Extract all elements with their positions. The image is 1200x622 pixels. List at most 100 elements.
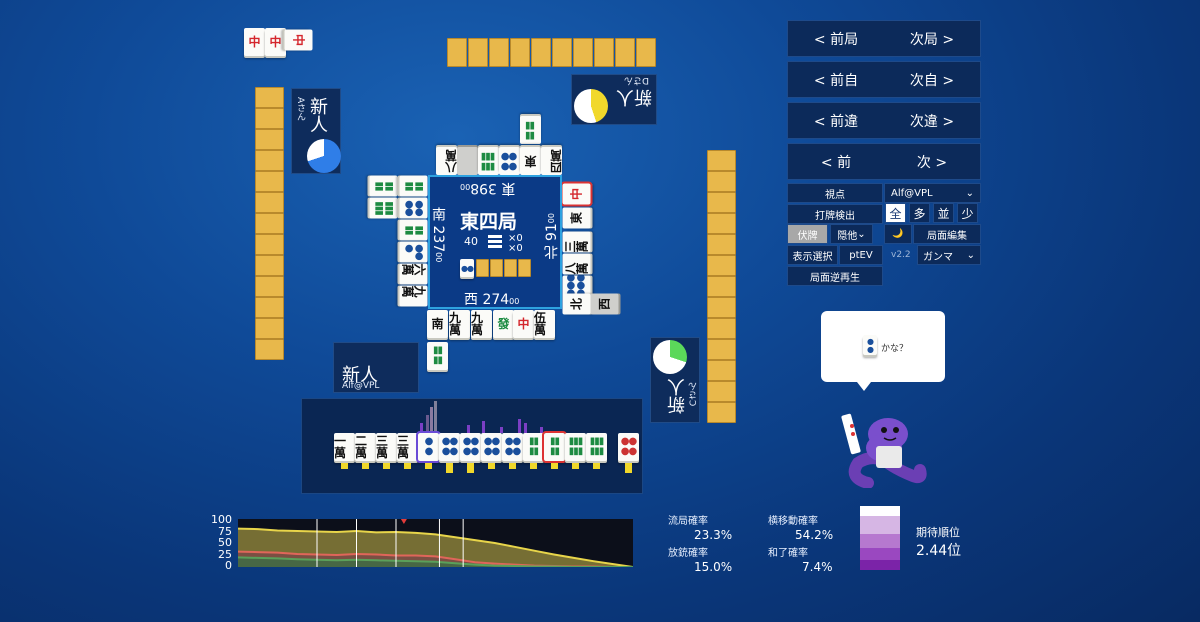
reverse-play-button[interactable]: 局面逆再生 — [787, 266, 883, 286]
wall-remaining — [476, 259, 532, 277]
top-player-id: Dさん — [624, 75, 649, 85]
left-discards: ▮▮▮▮ ▮▮▮▮▮▮ ▮▮▮▮ ●●●● ▮▮▮▮ ●●● 六萬 九萬 — [369, 172, 430, 307]
self-nav-button[interactable]: < 前自 次自 > — [787, 61, 981, 98]
viewpoint-select[interactable]: Alf@VPL⌄ — [884, 183, 981, 203]
top-discards: ▮▮▮▮ 八萬 ▮▮▮▮▮▮ ●●●● 東 四萬 — [436, 116, 566, 178]
left-player-panel: 新人 Aさん — [291, 88, 341, 174]
series-line-0 — [238, 527, 633, 567]
top-player-pie-icon — [574, 89, 608, 123]
next-diff-button[interactable]: 次違 > — [909, 113, 955, 130]
hand-tile-10[interactable]: ▮▮▮▮ — [523, 433, 544, 461]
hand-tile-11[interactable]: ▮▮▮▮ — [542, 431, 567, 463]
hand-tile-7[interactable]: ●●●● — [460, 433, 481, 461]
hint-bubble: ●● かな？ — [821, 311, 945, 391]
hand-tile-6[interactable]: ●●●● — [439, 433, 460, 461]
agari-value: 7.4% — [802, 560, 833, 574]
chevron-down-icon: ⌄ — [857, 228, 866, 240]
left-player-name: 新人 — [307, 97, 328, 133]
seg-many-button[interactable]: 多 — [909, 203, 930, 223]
left-player-pie-icon — [307, 139, 341, 173]
yokoido-label: 横移動確率 — [768, 516, 818, 527]
ytick-25: 25 — [218, 548, 232, 561]
right-player-pie-icon — [653, 340, 687, 374]
north-score: 北 9100 — [544, 213, 560, 260]
dora-tile-1: 中 — [244, 28, 265, 56]
drawn-tile[interactable]: ●●●● — [618, 433, 639, 461]
hand-tile-9[interactable]: ●●●● — [502, 433, 523, 461]
dora-indicator: ●● — [460, 259, 474, 277]
ytick-50: 50 — [218, 536, 232, 549]
east-score: 東 39800 — [460, 180, 516, 196]
next-round-button[interactable]: 次局 > — [909, 31, 955, 48]
hand-panel: 一萬 二萬 三萬 三萬 ●● ●●●● ●●●● ●●●● ●●●● ▮▮▮▮ … — [301, 398, 643, 494]
discard-eval-bars — [412, 401, 552, 433]
edit-position-button[interactable]: 局面編集 — [913, 224, 981, 244]
houju-value: 15.0% — [694, 560, 733, 574]
agari-label: 和了確率 — [768, 548, 808, 559]
rank-label: 期待順位 — [916, 526, 960, 539]
bottom-player-id: Alf@VPL — [342, 381, 380, 391]
ryukyoku-label: 流局確率 — [668, 516, 708, 527]
hand-tile-8[interactable]: ●●●● — [481, 433, 502, 461]
probability-trend-chart — [238, 519, 633, 567]
hand-tile-12[interactable]: ▮▮▮▮▮▮ — [565, 433, 586, 461]
dora-tile-3: 中 — [284, 29, 313, 51]
ytick-0: 0 — [225, 559, 232, 572]
fuse-button[interactable]: 伏牌 — [787, 224, 828, 244]
top-hand — [447, 38, 659, 68]
series-line-2 — [238, 556, 633, 567]
chevron-down-icon: ⌄ — [966, 249, 975, 261]
south-score: 南 23700 — [430, 207, 446, 263]
viewpoint-label: 視点 — [787, 183, 883, 203]
hand-tile-3[interactable]: 三萬 — [376, 433, 397, 461]
top-player-panel: 新人 Dさん — [571, 74, 657, 125]
hand-tile-2[interactable]: 二萬 — [355, 433, 376, 461]
ryukyoku-value: 23.3% — [694, 528, 733, 542]
houju-label: 放銃確率 — [668, 548, 708, 559]
bottom-player-name: 新人 — [342, 365, 378, 386]
hand-markers — [334, 463, 644, 473]
dora-tile-2: 中 — [265, 28, 286, 56]
seg-few-button[interactable]: 少 — [957, 203, 978, 223]
hand-tile-4[interactable]: 三萬 — [397, 433, 418, 461]
center-board: 東 39800 南 23700 北 9100 西 27400 東四局 40 ×0… — [428, 175, 562, 309]
round-nav-button[interactable]: < 前局 次局 > — [787, 20, 981, 57]
discard-detect-button[interactable]: 打牌検出 — [787, 204, 883, 224]
honba-count: 40 — [464, 235, 478, 248]
ptev-button[interactable]: ptEV — [839, 245, 883, 265]
hand-tile-13[interactable]: ▮▮▮▮▮▮ — [586, 433, 607, 461]
chevron-down-icon: ⌄ — [965, 187, 974, 199]
seg-normal-button[interactable]: 並 — [933, 203, 954, 223]
right-discards: 中 東 三萬 八萬 ●●●●●● 北 西 — [559, 180, 624, 315]
prev-self-button[interactable]: < 前自 — [813, 72, 859, 89]
top-player-name: 新人 — [616, 86, 652, 107]
ytick-75: 75 — [218, 525, 232, 538]
hand-tile-1[interactable]: 一萬 — [334, 433, 355, 461]
left-hand — [255, 87, 285, 363]
yokoido-value: 54.2% — [795, 528, 834, 542]
chart-position-marker — [400, 519, 407, 524]
moon-icon[interactable]: 🌙 — [884, 224, 912, 244]
rank-value: 2.44位 — [916, 543, 962, 559]
diff-nav-button[interactable]: < 前違 次違 > — [787, 102, 981, 139]
next-button[interactable]: 次 > — [916, 154, 948, 171]
right-player-id: Cさん — [689, 382, 699, 407]
hidden-select[interactable]: 隠他⌄ — [830, 224, 873, 244]
bottom-player-panel: 新人 Alf@VPL — [333, 342, 419, 393]
hand-tile-5[interactable]: ●● — [416, 431, 441, 463]
snake-mascot-icon — [838, 408, 928, 489]
prev-diff-button[interactable]: < 前違 — [813, 113, 859, 130]
seg-all-button[interactable]: 全 — [885, 203, 906, 223]
display-select-button[interactable]: 表示選択 — [787, 245, 838, 265]
right-hand — [707, 150, 737, 424]
next-self-button[interactable]: 次自 > — [909, 72, 955, 89]
stick-b: ×0 — [508, 243, 523, 254]
gamma-select[interactable]: ガンマ⌄ — [917, 245, 981, 265]
prev-button[interactable]: < 前 — [820, 154, 852, 171]
stick-icon — [488, 235, 502, 248]
right-player-panel: 新人 Cさん — [650, 337, 700, 423]
left-player-id: Aさん — [295, 97, 305, 122]
prev-round-button[interactable]: < 前局 — [813, 31, 859, 48]
bottom-discards: 南 九萬 九萬 發 中 伍萬 ▮▮▮▮ — [427, 310, 557, 374]
step-nav-button[interactable]: < 前 次 > — [787, 143, 981, 180]
